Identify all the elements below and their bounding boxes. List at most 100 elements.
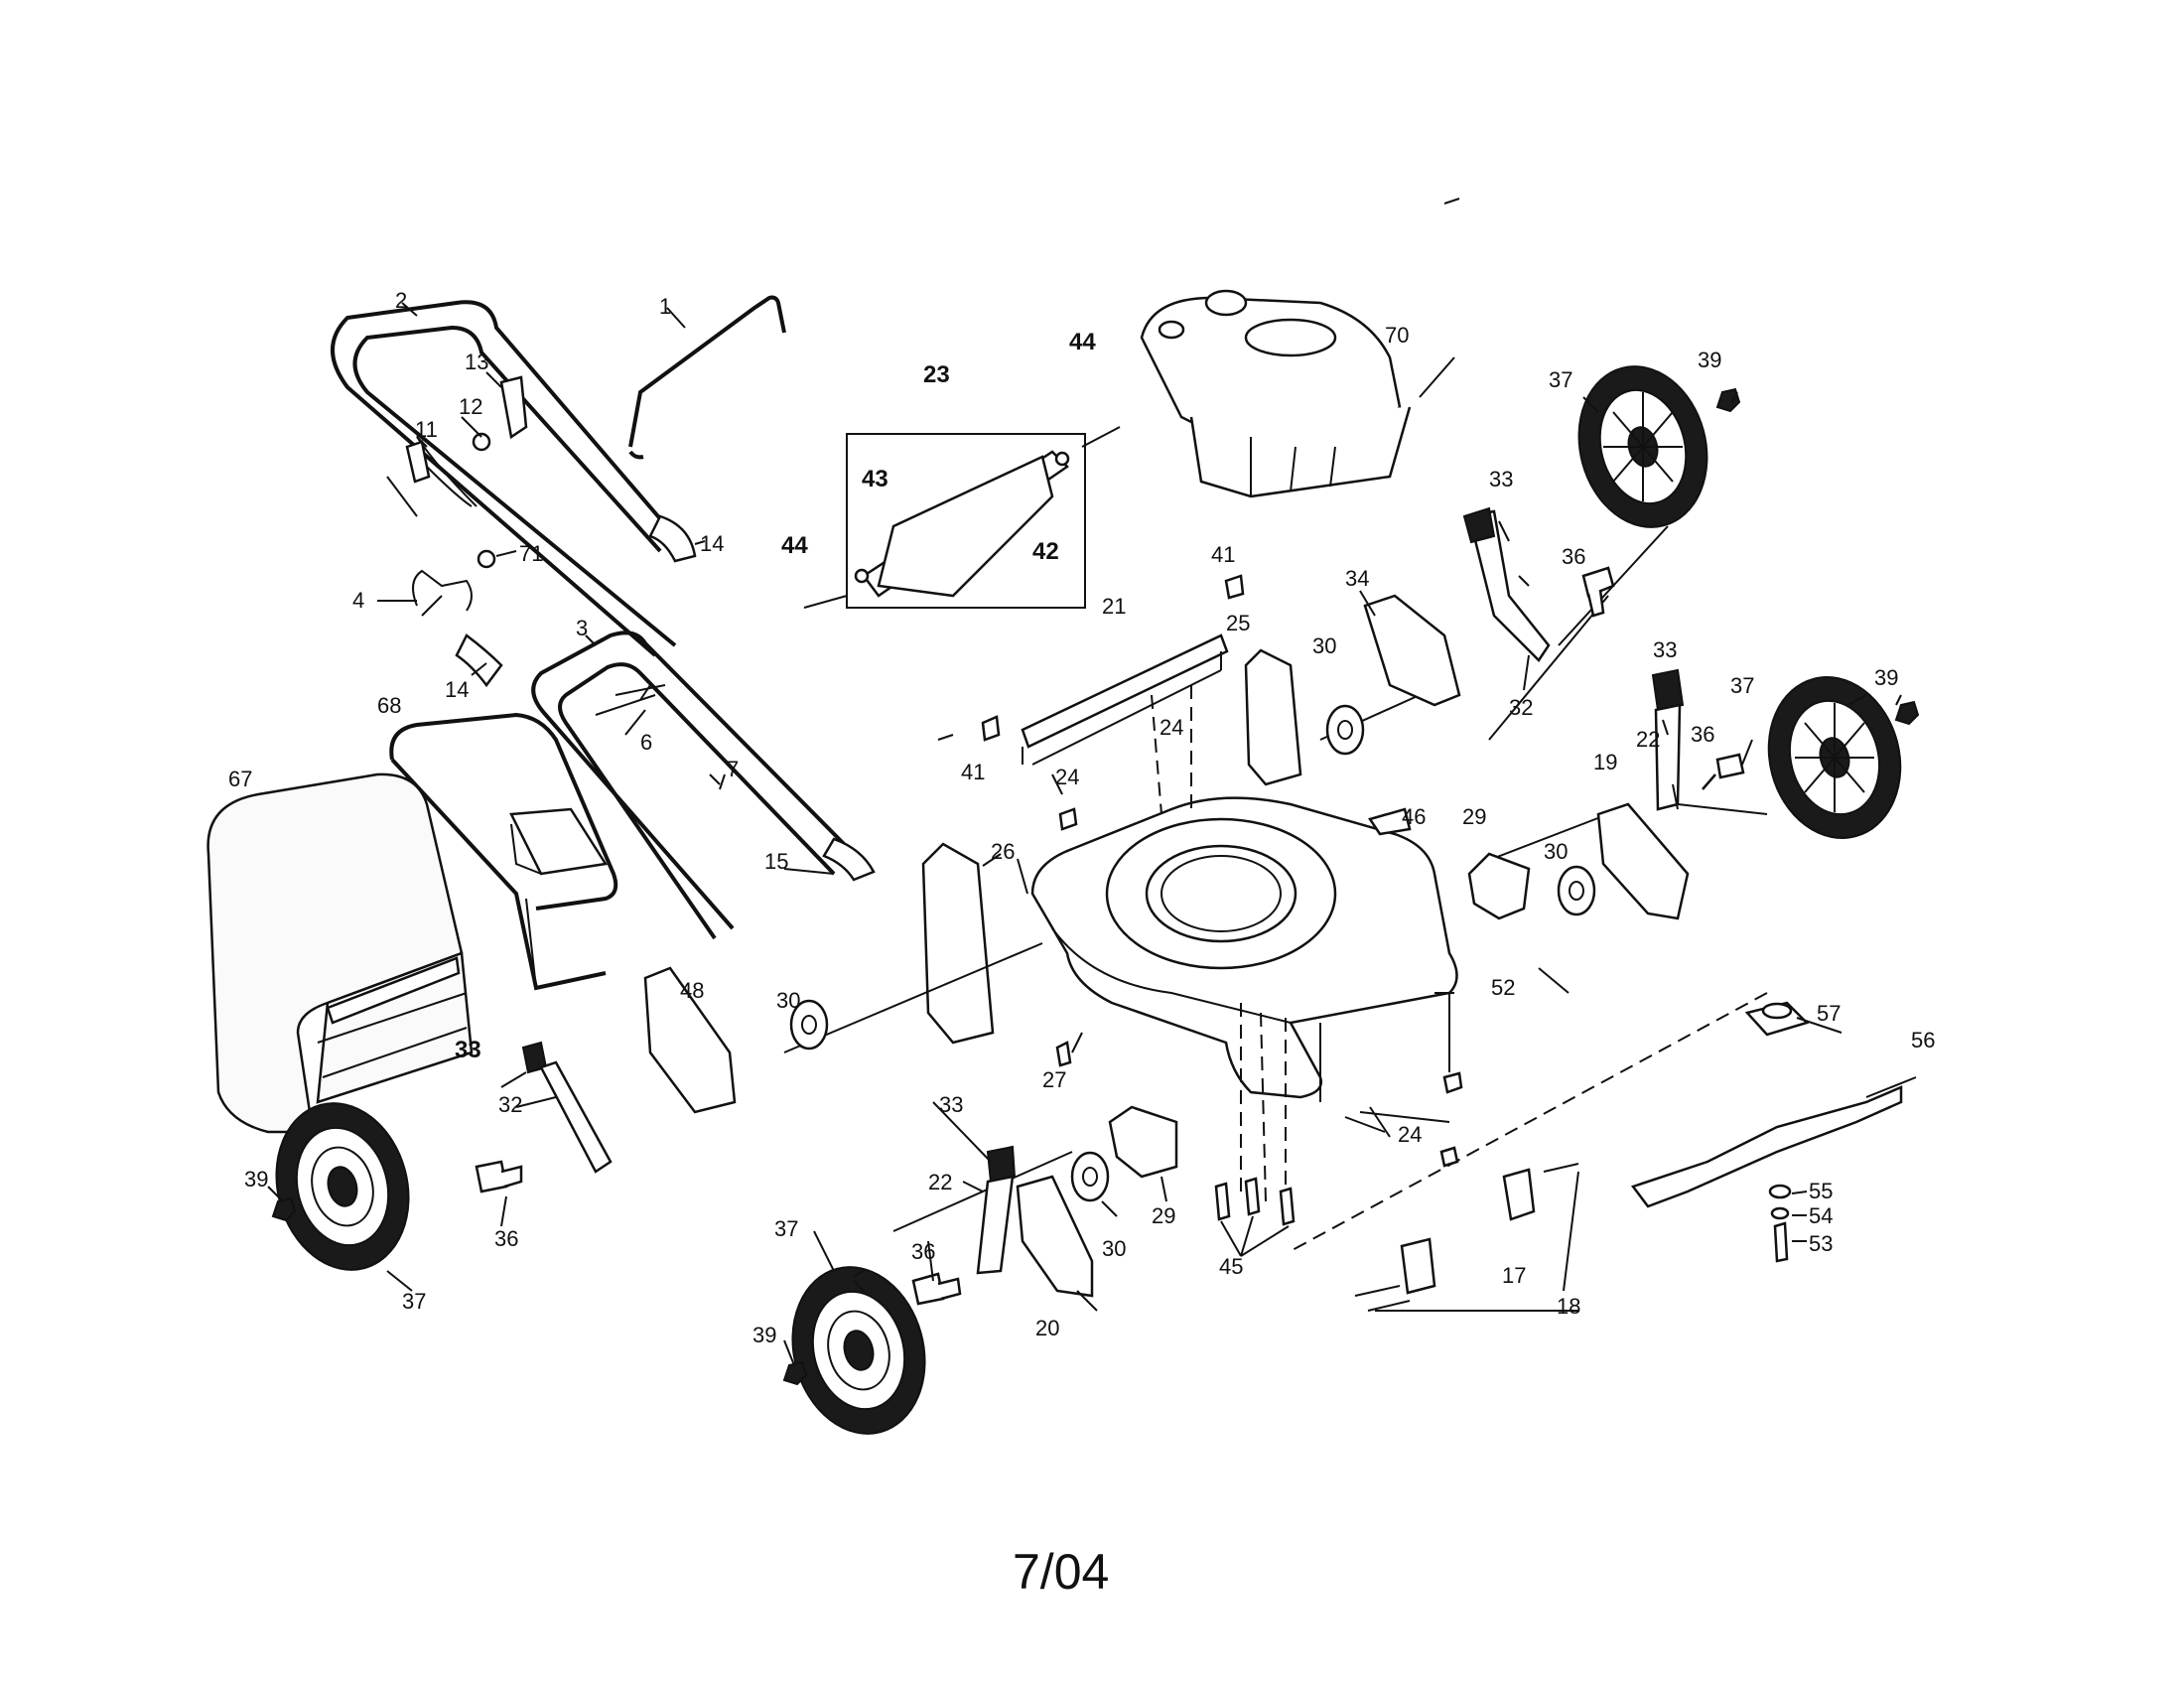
callout-46: 46 <box>1402 804 1426 829</box>
callout-36d: 36 <box>494 1226 518 1251</box>
height-adjusters <box>521 506 1690 1298</box>
callout-30b: 30 <box>1544 839 1568 864</box>
wheel-front-center <box>791 1266 926 1435</box>
callout-43: 43 <box>862 466 888 492</box>
callout-37c: 37 <box>774 1216 798 1241</box>
small-hardware <box>853 574 1463 1292</box>
bag-frame <box>389 712 618 991</box>
callout-36a: 36 <box>1562 544 1585 569</box>
callout-1: 1 <box>659 294 671 319</box>
callout-36c: 36 <box>911 1239 935 1264</box>
baffle-plates <box>1354 1163 1579 1312</box>
callout-39b: 39 <box>1874 665 1898 690</box>
callout-29b: 29 <box>1152 1203 1175 1228</box>
callout-17: 17 <box>1502 1263 1526 1288</box>
adjuster-plate-25 <box>1244 648 1302 786</box>
callout-68: 68 <box>377 693 401 718</box>
date-code: 7/04 <box>1013 1544 1109 1600</box>
callout-55: 55 <box>1809 1179 1833 1203</box>
clip-4 <box>412 569 473 617</box>
callout-44a: 44 <box>1069 329 1096 355</box>
callout-57: 57 <box>1817 1001 1841 1026</box>
callout-14a: 14 <box>700 531 724 556</box>
callout-70: 70 <box>1385 323 1409 348</box>
wheel-rear-right <box>1767 676 1902 839</box>
callout-37a: 37 <box>1549 367 1572 392</box>
callout-21: 21 <box>1102 594 1126 619</box>
callout-4: 4 <box>352 588 364 613</box>
callout-30d: 30 <box>776 988 800 1013</box>
callout-30a: 30 <box>1312 633 1336 658</box>
callout-23: 23 <box>923 361 950 388</box>
callout-14b: 14 <box>445 677 469 702</box>
callout-11: 11 <box>415 417 438 442</box>
callout-15: 15 <box>764 849 788 874</box>
upper-handle <box>331 300 697 688</box>
callout-45: 45 <box>1219 1254 1243 1279</box>
callout-53: 53 <box>1809 1231 1833 1256</box>
callout-52: 52 <box>1491 975 1515 1000</box>
axle-bolts <box>475 566 1745 1306</box>
callout-24a: 24 <box>1160 715 1183 740</box>
callout-44b: 44 <box>781 532 808 559</box>
callout-33d: 33 <box>455 1037 481 1063</box>
callout-32a: 32 <box>1509 695 1533 720</box>
callout-2: 2 <box>395 288 407 313</box>
callout-24c: 24 <box>1398 1122 1422 1147</box>
callout-33c: 33 <box>939 1092 963 1117</box>
bolt-71 <box>477 549 496 569</box>
deflector-assembly <box>803 426 1121 609</box>
callout-20: 20 <box>1035 1316 1059 1340</box>
callout-36b: 36 <box>1691 722 1714 747</box>
callout-19: 19 <box>1593 750 1617 774</box>
callout-6: 6 <box>640 730 652 755</box>
callout-39c: 39 <box>752 1323 776 1347</box>
nuts <box>271 387 1920 1386</box>
callout-34: 34 <box>1345 566 1369 591</box>
adjuster-plate-26 <box>921 842 995 1045</box>
callout-3: 3 <box>576 616 588 640</box>
callout-27: 27 <box>1042 1067 1066 1092</box>
callout-37b: 37 <box>1730 673 1754 698</box>
lower-handle <box>531 631 876 940</box>
callout-33b: 33 <box>1653 637 1677 662</box>
callout-7: 7 <box>727 757 739 781</box>
callout-12: 12 <box>459 394 482 419</box>
callout-37d: 37 <box>402 1289 426 1314</box>
callout-67: 67 <box>228 767 252 791</box>
callout-71: 71 <box>519 541 543 566</box>
callout-48: 48 <box>680 978 704 1003</box>
callout-32b: 32 <box>498 1092 522 1117</box>
callout-25: 25 <box>1226 611 1250 635</box>
callout-22a: 22 <box>1636 727 1660 752</box>
callout-30c: 30 <box>1102 1236 1126 1261</box>
callout-29a: 29 <box>1462 804 1486 829</box>
callout-26: 26 <box>991 839 1015 864</box>
bushings <box>789 704 1596 1202</box>
callout-33a: 33 <box>1489 467 1513 491</box>
callout-39d: 39 <box>244 1167 268 1192</box>
callout-41a: 41 <box>1211 542 1235 567</box>
control-bail <box>628 295 786 460</box>
callout-labels: 1 2 13 12 11 14 71 4 14 3 6 7 15 68 67 2… <box>228 288 1935 1347</box>
engine <box>1140 289 1412 498</box>
callout-24b: 24 <box>1055 765 1079 789</box>
callout-13: 13 <box>465 350 488 374</box>
callout-54: 54 <box>1809 1203 1833 1228</box>
callout-22b: 22 <box>928 1170 952 1194</box>
wheel-front-left <box>275 1102 410 1271</box>
wheel-rear-top <box>1577 365 1708 528</box>
handle-brackets <box>405 375 528 507</box>
callout-18: 18 <box>1557 1294 1580 1319</box>
mower-deck <box>1030 796 1458 1102</box>
callout-56: 56 <box>1911 1028 1935 1052</box>
leader-lines <box>267 198 1917 1366</box>
grass-bag <box>206 772 474 1134</box>
blade-assembly <box>1630 1001 1903 1263</box>
rear-rod-21 <box>1021 633 1229 766</box>
callout-42: 42 <box>1032 538 1059 565</box>
callout-41b: 41 <box>961 760 985 784</box>
callout-39a: 39 <box>1698 348 1721 372</box>
